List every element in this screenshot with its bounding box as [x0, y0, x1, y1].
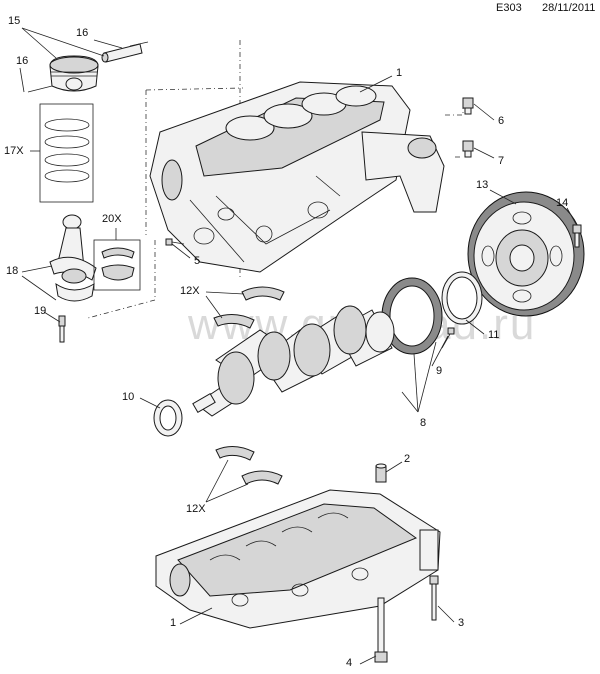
callout-17x: 17X	[4, 145, 24, 157]
rod-bolt	[58, 315, 66, 343]
callout-10: 10	[122, 391, 135, 403]
leader-lines	[19, 27, 577, 665]
main-bearings-lower	[215, 446, 283, 485]
reluctor-ring	[381, 277, 443, 355]
diagram-code: E303	[496, 2, 522, 14]
plug-7	[462, 140, 474, 158]
callout-4: 4	[346, 657, 353, 669]
piston-rings-set	[39, 103, 94, 203]
engine-block-lower	[155, 489, 441, 629]
callout-18: 18	[6, 265, 19, 277]
piston	[27, 55, 99, 93]
main-bearings-upper	[213, 286, 285, 329]
callout-3: 3	[458, 617, 465, 629]
rod-bearings-set	[93, 239, 141, 291]
block-plug	[375, 463, 387, 483]
callout-12x-bottom: 12X	[186, 503, 206, 515]
callout-1-top: 1	[396, 67, 403, 79]
callout-16-a: 16	[76, 27, 89, 39]
callout-14: 14	[556, 197, 569, 209]
diagram-date: 28/11/2011	[542, 2, 596, 14]
front-seal	[153, 399, 183, 437]
block-bolt	[429, 575, 439, 621]
callout-12x-top: 12X	[180, 285, 200, 297]
crankshaft	[192, 305, 395, 417]
callout-19: 19	[34, 305, 47, 317]
connecting-rod	[49, 214, 97, 302]
callout-9: 9	[436, 365, 443, 377]
callout-20x: 20X	[102, 213, 122, 225]
callout-13: 13	[476, 179, 489, 191]
callout-8: 8	[420, 417, 427, 429]
bolt-5	[165, 238, 185, 246]
callout-5: 5	[194, 255, 201, 267]
plug-6	[462, 97, 474, 115]
rear-seal	[441, 271, 483, 325]
piston-pin	[101, 41, 149, 63]
callout-1-bottom: 1	[170, 617, 177, 629]
callout-6: 6	[498, 115, 505, 127]
engine-block-upper	[149, 81, 445, 273]
callout-15: 15	[8, 15, 21, 27]
main-bearing-bolt	[374, 597, 388, 663]
callout-11: 11	[488, 329, 500, 341]
callout-2: 2	[404, 453, 411, 465]
flywheel	[467, 191, 585, 317]
flywheel-bolt	[572, 224, 582, 248]
callout-16-b: 16	[16, 55, 29, 67]
bolt-9	[441, 327, 455, 349]
callout-7: 7	[498, 155, 505, 167]
